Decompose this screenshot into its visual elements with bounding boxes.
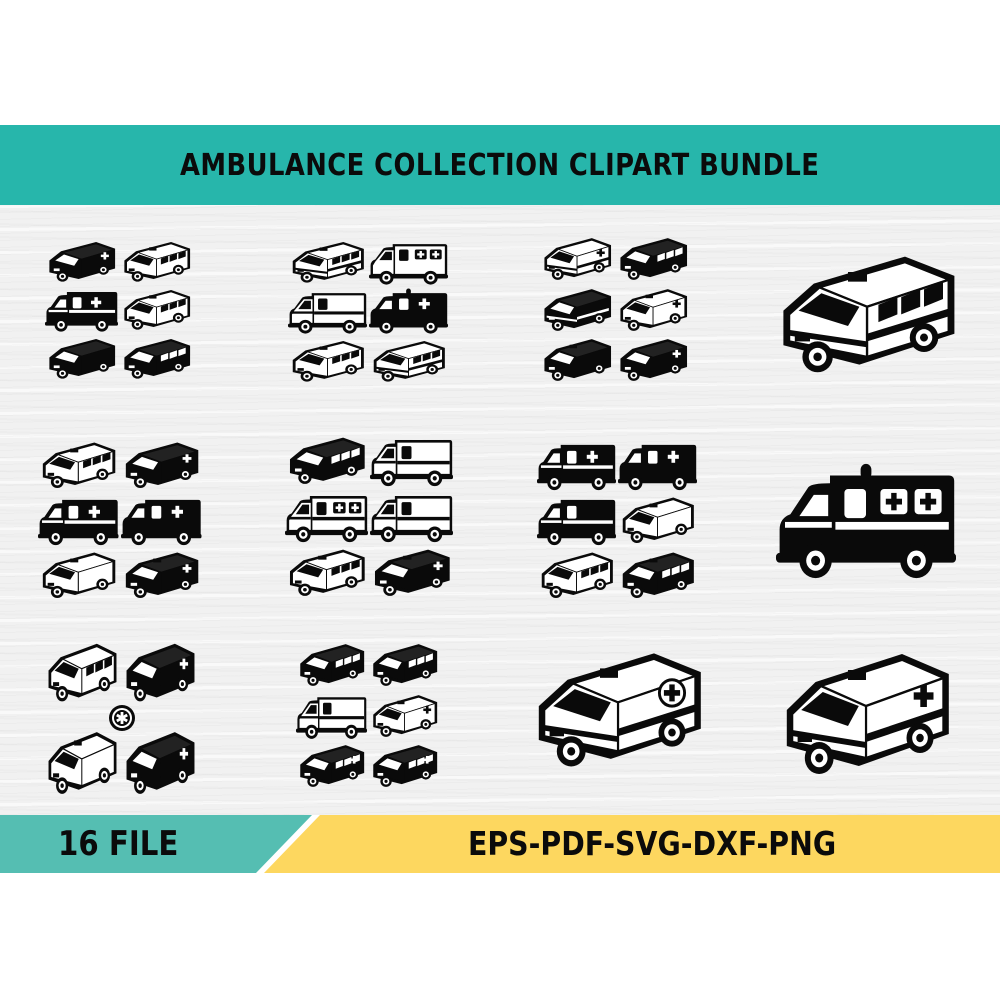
van-ambulance-icon	[120, 238, 193, 284]
side-ambulance-icon	[537, 438, 616, 491]
side-ambulance-icon	[369, 287, 448, 334]
van-ambulance-icon	[616, 335, 690, 384]
side-ambulance-icon	[296, 691, 367, 740]
side-ambulance-icon	[45, 286, 118, 332]
single-van-round-cross-icon	[528, 642, 708, 774]
side-ambulance-icon	[618, 438, 697, 491]
side-ambulance-icon	[369, 238, 448, 285]
ambulance-bundle-6	[537, 438, 699, 603]
ambulance-bundle-7	[44, 638, 199, 798]
van-ambulance-icon	[540, 285, 614, 334]
van-ambulance-icon	[369, 337, 448, 384]
van-ambulance-icon	[120, 286, 193, 332]
side-ambulance-icon	[370, 433, 453, 487]
van-ambulance-icon	[38, 548, 119, 601]
side-ambulance-icon	[38, 493, 119, 546]
star-of-life-icon	[108, 704, 136, 732]
van-ambulance-icon	[369, 640, 440, 689]
side-ambulance-icon	[288, 287, 367, 334]
van-ambulance-icon	[618, 548, 697, 601]
ambulance-bundle-4	[38, 438, 203, 603]
side-ambulance-icon	[370, 489, 453, 543]
single-side-crosses-icon	[776, 460, 956, 580]
side-ambulance-icon	[537, 493, 616, 546]
van-ambulance-icon	[288, 238, 367, 285]
van-ambulance-icon	[44, 638, 120, 705]
footer-bar: 16 FILE EPS-PDF-SVG-DXF-PNG	[0, 815, 1000, 873]
ambulance-bundle-3	[540, 234, 692, 386]
van-ambulance-icon	[120, 335, 193, 381]
van-ambulance-icon	[540, 234, 614, 283]
van-ambulance-icon	[38, 438, 119, 491]
van-ambulance-icon	[616, 285, 690, 334]
file-count-label: 16 FILE	[58, 824, 179, 864]
side-ambulance-icon	[120, 493, 201, 546]
van-ambulance-icon	[616, 234, 690, 283]
van-ambulance-icon	[45, 335, 118, 381]
single-van-striped-icon	[772, 245, 962, 380]
van-ambulance-icon	[288, 337, 367, 384]
bundle-title: AMBULANCE COLLECTION CLIPART BUNDLE	[180, 147, 820, 183]
formats-banner	[264, 815, 1000, 873]
van-ambulance-icon	[285, 545, 368, 599]
van-ambulance-icon	[44, 726, 120, 798]
van-ambulance-icon	[369, 691, 440, 740]
ambulance-bundle-2	[288, 238, 450, 386]
file-formats-label: EPS-PDF-SVG-DXF-PNG	[468, 824, 837, 863]
van-ambulance-icon	[296, 640, 367, 689]
van-ambulance-icon	[285, 433, 368, 487]
van-ambulance-icon	[618, 493, 697, 546]
van-ambulance-icon	[122, 726, 198, 798]
ambulance-bundle-8	[296, 640, 442, 792]
van-ambulance-icon	[122, 638, 198, 705]
van-ambulance-icon	[369, 741, 440, 790]
van-ambulance-icon	[121, 548, 202, 601]
file-count-banner	[0, 815, 312, 873]
title-band: AMBULANCE COLLECTION CLIPART BUNDLE	[0, 125, 1000, 205]
van-ambulance-icon	[296, 741, 367, 790]
van-ambulance-icon	[537, 548, 616, 601]
side-ambulance-icon	[285, 489, 368, 543]
ambulance-bundle-1	[45, 238, 195, 383]
van-ambulance-icon	[45, 238, 118, 284]
van-ambulance-icon	[370, 545, 453, 599]
van-ambulance-icon	[540, 335, 614, 384]
van-ambulance-icon	[121, 438, 202, 491]
single-van-cross-icon	[776, 642, 956, 782]
ambulance-bundle-5	[285, 433, 455, 601]
